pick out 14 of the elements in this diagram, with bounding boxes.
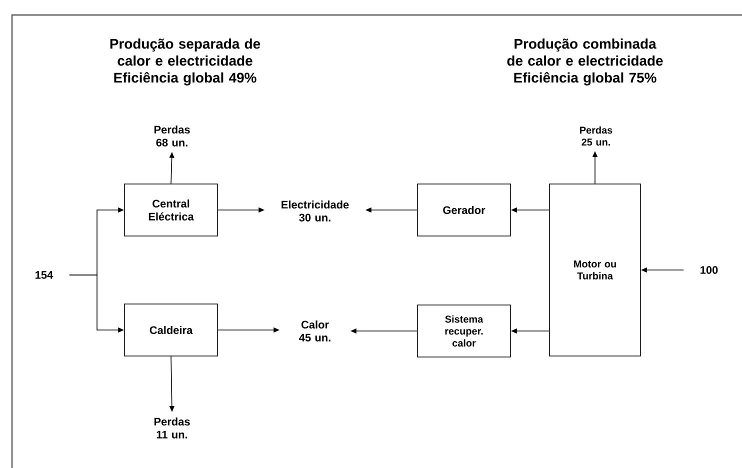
process-box: Gerador bbox=[417, 184, 511, 236]
process-box: Caldeira bbox=[124, 304, 218, 356]
flow-label: Electricidade 30 un. bbox=[282, 200, 349, 222]
process-box: Central Eléctrica bbox=[124, 184, 218, 236]
heading: Produção separada de calor e electricidade Eficiência global 49% bbox=[110, 38, 260, 86]
flow-label: Perdas 25 un. bbox=[580, 126, 612, 146]
flow-label: Calor 45 un. bbox=[299, 320, 330, 342]
flow-label: 100 bbox=[700, 266, 718, 274]
heading: Produção combinada de calor e electricidade Eficiência global 75% bbox=[507, 38, 663, 86]
flow-label: Perdas 68 un. bbox=[154, 126, 190, 146]
flow-label: 154 bbox=[36, 271, 54, 279]
process-box: Motor ou Turbina bbox=[549, 184, 641, 356]
flow-label: Perdas 11 un. bbox=[154, 418, 190, 438]
process-box: Sistema recuper. calor bbox=[417, 304, 511, 358]
